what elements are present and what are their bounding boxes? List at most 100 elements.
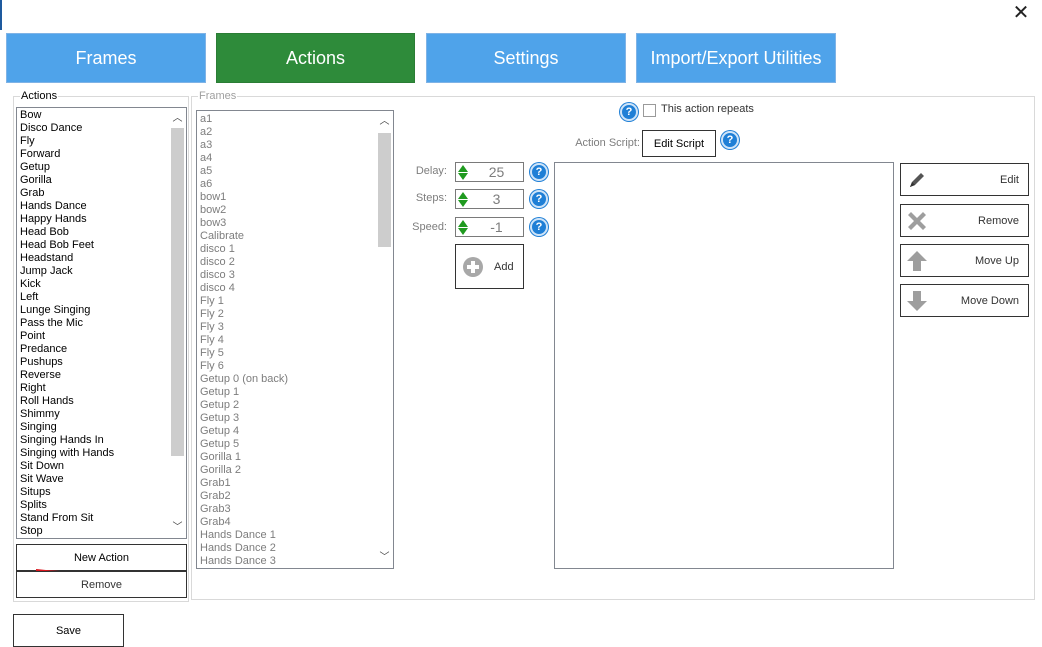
list-item[interactable]: Forward <box>20 148 61 160</box>
help-icon[interactable]: ? <box>530 190 548 208</box>
list-item[interactable]: Bow <box>20 109 42 121</box>
list-item[interactable]: Splits <box>20 499 47 511</box>
close-icon[interactable]: ✕ <box>1012 2 1030 24</box>
scroll-up-icon[interactable]: ︿ <box>379 116 390 127</box>
list-item[interactable]: Grab3 <box>200 503 231 515</box>
list-item[interactable]: Gorilla 2 <box>200 464 241 476</box>
list-item[interactable]: Gorilla <box>20 174 52 186</box>
list-item[interactable]: Fly 4 <box>200 334 224 346</box>
list-item[interactable]: Left <box>20 291 39 303</box>
list-item[interactable]: Fly 6 <box>200 360 224 372</box>
list-item[interactable]: Singing with Hands <box>20 447 115 459</box>
list-item[interactable]: Getup 1 <box>200 386 240 398</box>
tab-import-export[interactable]: Import/Export Utilities <box>636 33 836 83</box>
list-item[interactable]: Getup 4 <box>200 425 240 437</box>
list-item[interactable]: Getup <box>20 161 50 173</box>
list-item[interactable]: a1 <box>200 113 213 125</box>
list-item[interactable]: Grab2 <box>200 490 231 502</box>
list-item[interactable]: Fly 2 <box>200 308 224 320</box>
list-item[interactable]: Getup 2 <box>200 399 240 411</box>
list-item[interactable]: Head Bob <box>20 226 69 238</box>
tab-frames[interactable]: Frames <box>6 33 206 83</box>
list-item[interactable]: Lunge Singing <box>20 304 91 316</box>
action-steps-list[interactable] <box>554 162 894 569</box>
repeats-checkbox[interactable] <box>643 104 656 117</box>
delay-stepper[interactable]: 25 <box>455 162 524 182</box>
add-frame-button[interactable]: Add <box>455 244 524 289</box>
list-item[interactable]: Predance <box>20 343 68 355</box>
list-item[interactable]: Singing Hands In <box>20 434 104 446</box>
list-item[interactable]: disco 4 <box>200 282 235 294</box>
list-item[interactable]: Situps <box>20 486 51 498</box>
list-item[interactable]: Hands Dance 1 <box>200 529 276 541</box>
list-item[interactable]: Getup 3 <box>200 412 240 424</box>
edit-script-button[interactable]: Edit Script <box>642 130 716 157</box>
list-item[interactable]: Sit Wave <box>20 473 64 485</box>
list-item[interactable]: Right <box>20 382 46 394</box>
list-item[interactable]: a6 <box>200 178 213 190</box>
list-item[interactable]: bow1 <box>200 191 227 203</box>
remove-action-button[interactable]: Remove <box>16 571 187 598</box>
frames-list-scrollbar[interactable]: ︿ ﹀ <box>376 111 393 568</box>
steps-value[interactable]: 3 <box>492 191 501 207</box>
list-item[interactable]: Gorilla 1 <box>200 451 241 463</box>
move-down-button[interactable]: Move Down <box>900 284 1029 317</box>
list-item[interactable]: a4 <box>200 152 213 164</box>
list-item[interactable]: Stand From Sit <box>20 512 94 524</box>
help-icon[interactable]: ? <box>721 131 739 149</box>
list-item[interactable]: Fly 3 <box>200 321 224 333</box>
move-up-button[interactable]: Move Up <box>900 244 1029 277</box>
list-item[interactable]: Roll Hands <box>20 395 74 407</box>
list-item[interactable]: Stop <box>20 525 43 537</box>
speed-value[interactable]: -1 <box>490 219 503 235</box>
list-item[interactable]: Getup 0 (on back) <box>200 373 289 385</box>
list-item[interactable]: Grab <box>20 187 45 199</box>
list-item[interactable]: Fly 1 <box>200 295 224 307</box>
scroll-up-icon[interactable]: ︿ <box>172 113 183 124</box>
help-icon[interactable]: ? <box>620 103 638 121</box>
list-item[interactable]: Singing <box>20 421 57 433</box>
list-item[interactable]: a3 <box>200 139 213 151</box>
list-item[interactable]: disco 2 <box>200 256 235 268</box>
new-action-button[interactable]: New Action <box>16 544 187 571</box>
tab-settings[interactable]: Settings <box>426 33 626 83</box>
list-item[interactable]: Hands Dance 2 <box>200 542 276 554</box>
list-item[interactable]: Pushups <box>20 356 63 368</box>
list-item[interactable]: Happy Hands <box>20 213 87 225</box>
list-item[interactable]: Sit Down <box>20 460 65 472</box>
delay-value[interactable]: 25 <box>488 164 505 180</box>
list-item[interactable]: Head Bob Feet <box>20 239 94 251</box>
list-item[interactable]: Headstand <box>20 252 74 264</box>
list-item[interactable]: disco 3 <box>200 269 235 281</box>
scroll-down-icon[interactable]: ﹀ <box>379 552 390 563</box>
tab-actions[interactable]: Actions <box>216 33 415 83</box>
list-item[interactable]: a2 <box>200 126 213 138</box>
list-item[interactable]: Grab1 <box>200 477 231 489</box>
edit-step-button[interactable]: Edit <box>900 163 1029 196</box>
remove-step-button[interactable]: Remove <box>900 204 1029 237</box>
list-item[interactable]: Pass the Mic <box>20 317 83 329</box>
scroll-thumb[interactable] <box>378 133 391 247</box>
spin-arrows-icon[interactable] <box>456 218 470 236</box>
list-item[interactable]: Hands Dance <box>20 200 87 212</box>
help-icon[interactable]: ? <box>530 218 548 236</box>
scroll-thumb[interactable] <box>171 128 184 456</box>
speed-stepper[interactable]: -1 <box>455 217 524 237</box>
list-item[interactable]: a5 <box>200 165 213 177</box>
list-item[interactable]: Fly 5 <box>200 347 224 359</box>
save-button[interactable]: Save <box>13 614 124 647</box>
list-item[interactable]: bow2 <box>200 204 227 216</box>
list-item[interactable]: bow3 <box>200 217 227 229</box>
list-item[interactable]: Fly <box>20 135 35 147</box>
list-item[interactable]: Reverse <box>20 369 61 381</box>
list-item[interactable]: Disco Dance <box>20 122 83 134</box>
spin-arrows-icon[interactable] <box>456 190 470 208</box>
scroll-down-icon[interactable]: ﹀ <box>172 522 183 533</box>
list-item[interactable]: Calibrate <box>200 230 245 242</box>
help-icon[interactable]: ? <box>530 163 548 181</box>
list-item[interactable]: Hands Dance 3 <box>200 555 276 567</box>
list-item[interactable]: disco 1 <box>200 243 235 255</box>
list-item[interactable]: Jump Jack <box>20 265 73 277</box>
